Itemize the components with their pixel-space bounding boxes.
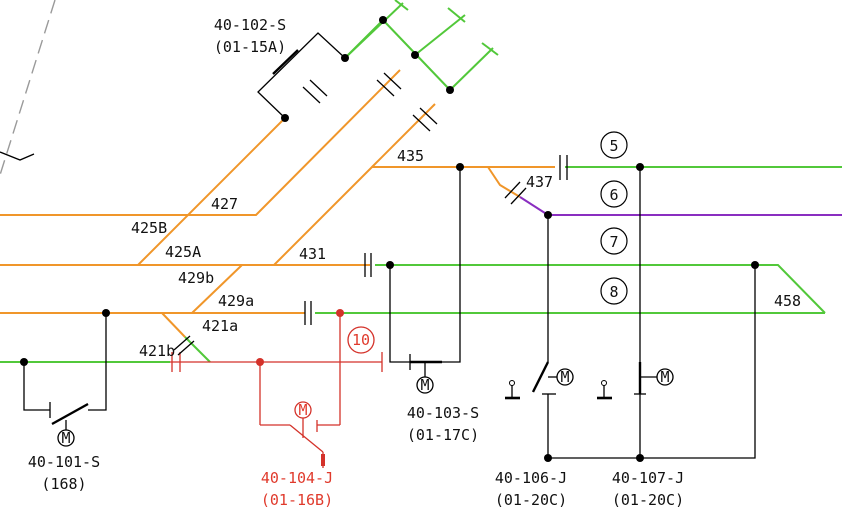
track-number-7: 7 <box>609 233 618 251</box>
motor-label-101: M <box>61 429 70 447</box>
track-421a-green <box>184 336 211 363</box>
switch-101-id: 40-101-S <box>28 453 100 471</box>
track-labels: 427 425B 425A 429b 431 429a 421a 421b 43… <box>131 147 801 360</box>
motor-label-103: M <box>420 376 429 394</box>
track-number-5-circle <box>600 131 628 159</box>
motor-symbol-106 <box>556 368 574 386</box>
label-431: 431 <box>299 245 326 263</box>
track-number-6: 6 <box>609 186 618 204</box>
switch-102-id: 40-102-S <box>214 16 286 34</box>
track-number-circles: 5 6 7 8 <box>600 131 628 305</box>
motor-symbol-107 <box>656 368 674 386</box>
switch-104-id: 40-104-J <box>261 469 333 487</box>
orange-tracks <box>0 69 555 338</box>
circled-number-10-label: 10 <box>352 331 370 349</box>
switch-107-id: 40-107-J <box>612 469 684 487</box>
track-8 <box>375 264 826 314</box>
track-429b <box>191 264 243 314</box>
motor-label-106: M <box>560 368 569 386</box>
green-tracks <box>0 0 842 363</box>
track-421a <box>161 312 186 338</box>
switch-103-id: 40-103-S <box>407 404 479 422</box>
label-437: 437 <box>526 173 553 191</box>
label-458: 458 <box>774 292 801 310</box>
switch-107-ref: (01-20C) <box>612 491 684 509</box>
partial-contact <box>0 151 35 161</box>
track-427 <box>0 69 401 216</box>
circled-number-10 <box>347 326 375 354</box>
switch-labels: 40-102-S (01-15A) 40-101-S (168) 40-104-… <box>28 16 684 509</box>
track-number-7-circle <box>600 227 628 255</box>
motor-symbol-101 <box>57 429 75 447</box>
junction-dots <box>20 16 759 462</box>
motor-label-107: M <box>660 368 669 386</box>
label-425B: 425B <box>131 219 167 237</box>
dashed-boundary <box>0 0 56 176</box>
track-number-5: 5 <box>609 137 618 155</box>
track-number-8-circle <box>600 277 628 305</box>
track-number-8: 8 <box>609 283 618 301</box>
motor-symbol-103 <box>416 376 434 394</box>
switch-104-ref: (01-16B) <box>261 491 333 509</box>
label-421b: 421b <box>139 342 175 360</box>
motor-symbol-104 <box>294 401 312 419</box>
black-wiring: M M M M <box>23 32 756 459</box>
switch-106-id: 40-106-J <box>495 469 567 487</box>
label-421a: 421a <box>202 317 238 335</box>
red-circuit-104: M 10 <box>170 309 383 468</box>
label-429a: 429a <box>218 292 254 310</box>
switch-101-ref: (168) <box>41 475 86 493</box>
label-427: 427 <box>211 195 238 213</box>
track-435-upper <box>371 103 436 168</box>
track-number-6-circle <box>600 180 628 208</box>
label-425A: 425A <box>165 243 201 261</box>
label-435: 435 <box>397 147 424 165</box>
switch-102-ref: (01-15A) <box>214 38 286 56</box>
track-425 <box>0 117 286 266</box>
switch-106-ref: (01-20C) <box>495 491 567 509</box>
label-429b: 429b <box>178 269 214 287</box>
track-437-purple <box>519 196 549 216</box>
switch-103-ref: (01-17C) <box>407 426 479 444</box>
motor-label-104: M <box>298 401 307 419</box>
track-437 <box>487 166 521 198</box>
